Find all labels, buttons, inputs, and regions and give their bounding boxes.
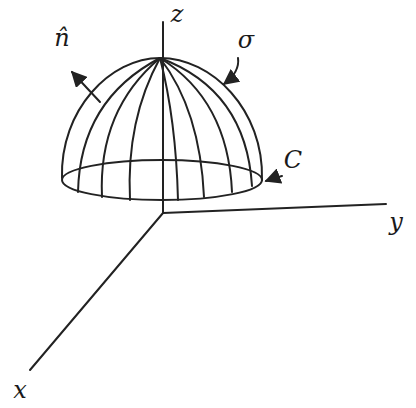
axis-label: z (171, 2, 184, 26)
dome-outline (62, 58, 262, 180)
leader-line (266, 176, 282, 181)
vector-label: n̂ (54, 26, 69, 50)
z-axis (162, 22, 164, 213)
leader-line (224, 58, 238, 84)
curve-label: C (284, 148, 302, 172)
y-axis (163, 204, 386, 213)
meridian (160, 58, 232, 192)
axis-label: x (13, 378, 27, 402)
meridian (78, 58, 160, 192)
meridian (160, 58, 252, 186)
meridian (130, 58, 160, 200)
meridian (102, 58, 160, 197)
normal-vector (72, 72, 100, 102)
axis-label: y (389, 210, 403, 234)
meridian (160, 58, 178, 200)
surface-label: σ (238, 28, 254, 52)
x-axis (30, 213, 163, 370)
meridian (160, 58, 204, 197)
